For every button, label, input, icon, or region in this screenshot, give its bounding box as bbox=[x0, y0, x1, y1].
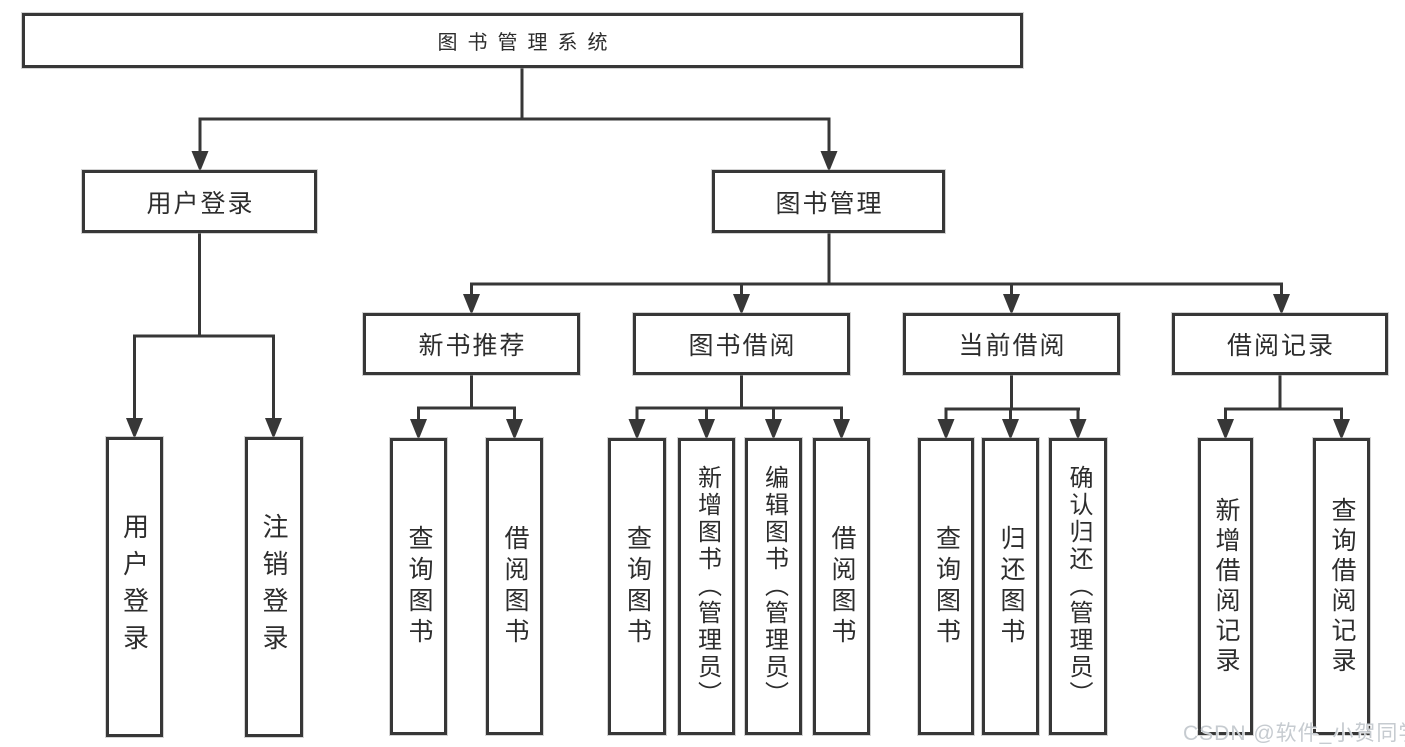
node-book-borrow: 图书借阅 bbox=[633, 313, 850, 375]
node-user-login: 用户登录 bbox=[82, 170, 317, 233]
csdn-watermark: CSDN @软件_小贺同学 bbox=[1183, 722, 1405, 745]
leaf-query-books-current: 查询图书 bbox=[918, 438, 974, 735]
node-borrow-records: 借阅记录 bbox=[1172, 313, 1388, 375]
leaf-query-books-recommend: 查询图书 bbox=[390, 438, 447, 735]
leaf-borrow-books-recommend: 借阅图书 bbox=[486, 438, 543, 735]
node-current-borrow: 当前借阅 bbox=[903, 313, 1120, 375]
leaf-confirm-return-admin: 确认归还（管理员） bbox=[1049, 438, 1107, 735]
leaf-edit-book-admin: 编辑图书（管理员） bbox=[745, 438, 802, 735]
node-root-system: 图书管理系统 bbox=[22, 13, 1023, 68]
node-new-book-recommend: 新书推荐 bbox=[363, 313, 580, 375]
leaf-borrow-books: 借阅图书 bbox=[813, 438, 870, 735]
leaf-logout: 注销登录 bbox=[245, 437, 303, 737]
leaf-user-login: 用户登录 bbox=[106, 437, 163, 737]
node-book-management: 图书管理 bbox=[712, 170, 945, 233]
leaf-add-book-admin: 新增图书（管理员） bbox=[678, 438, 735, 735]
leaf-add-borrow-record: 新增借阅记录 bbox=[1198, 438, 1253, 735]
leaf-return-books: 归还图书 bbox=[982, 438, 1039, 735]
leaf-query-borrow-record: 查询借阅记录 bbox=[1313, 438, 1370, 735]
leaf-query-books-borrow: 查询图书 bbox=[608, 438, 666, 735]
